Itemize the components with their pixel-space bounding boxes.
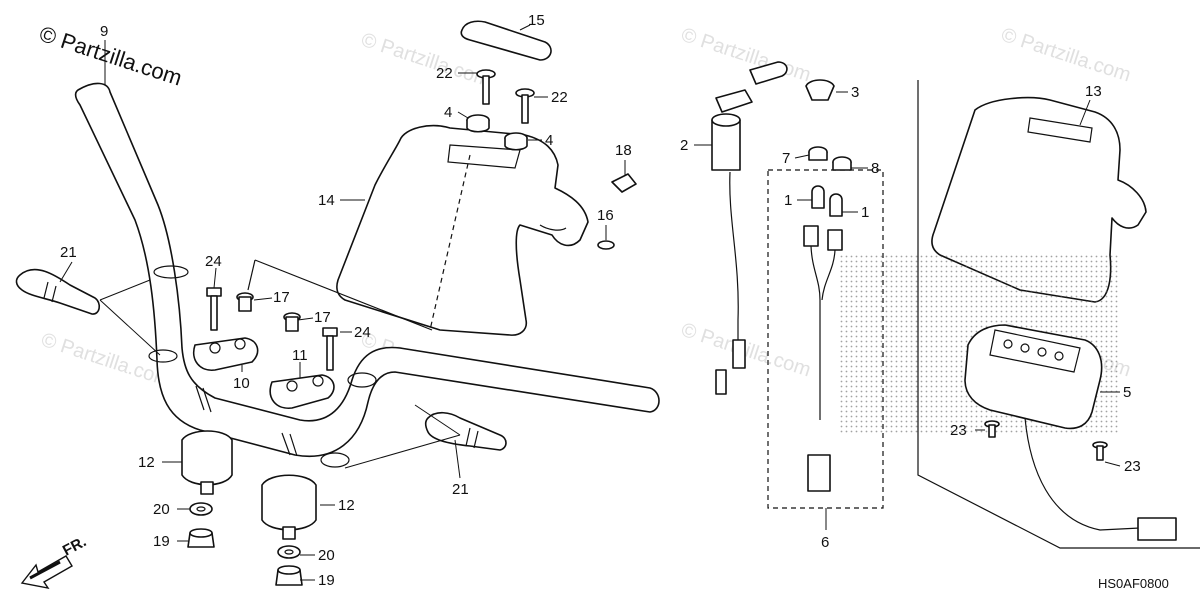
handlebar-upper-holder-10 (193, 337, 259, 371)
grommet-4-left (466, 114, 490, 133)
callout-17: 17 (273, 289, 290, 306)
bulb-1-left (811, 185, 825, 209)
callout-1: 1 (861, 204, 869, 221)
nut-left (187, 528, 215, 548)
nut-right (275, 565, 303, 586)
callout-22: 22 (436, 65, 453, 82)
cap-7 (808, 146, 828, 161)
callout-8: 8 (871, 160, 879, 177)
tie-strap-right (424, 411, 507, 451)
callout-19: 19 (153, 533, 170, 550)
washer-left (189, 502, 213, 516)
callout-21: 21 (452, 481, 469, 498)
callout-16: 16 (597, 207, 614, 224)
callout-2: 2 (680, 137, 688, 154)
collar-17-upper (236, 292, 254, 312)
watermark-main: © Partzilla.com (36, 21, 185, 91)
handlebar-cover-14 (336, 124, 589, 336)
handlebar-upper-holder-11 (269, 374, 335, 409)
callout-24: 24 (205, 253, 222, 270)
callout-10: 10 (233, 375, 250, 392)
washer-right (277, 545, 301, 559)
callout-18: 18 (615, 142, 632, 159)
callout-15: 15 (528, 12, 545, 29)
callout-13: 13 (1085, 83, 1102, 100)
callout-19: 19 (318, 572, 335, 589)
callout-23: 23 (1124, 458, 1141, 475)
leader-lines (59, 24, 1121, 581)
callout-21: 21 (60, 244, 77, 261)
handlebar-lower-holder-right (261, 474, 317, 540)
callout-12: 12 (338, 497, 355, 514)
cover-lid-15 (460, 20, 552, 61)
callout-9: 9 (100, 23, 108, 40)
callout-14: 14 (318, 192, 335, 209)
bolt-24-right (322, 327, 338, 371)
callout-22: 22 (551, 89, 568, 106)
watermark-text: © Partzilla.com (998, 24, 1133, 87)
handlebar-lower-holder-left (181, 430, 233, 495)
handlebar (74, 82, 660, 468)
group-divider (917, 80, 1200, 549)
screw-22-left (476, 69, 496, 105)
collar-17-lower (283, 312, 301, 332)
callout-6: 6 (821, 534, 829, 551)
cap-3 (805, 79, 835, 101)
front-arrow-icon (20, 555, 73, 590)
callout-labels: 9 21 21 24 24 17 17 10 11 12 12 20 20 19… (60, 12, 1141, 589)
front-arrow-label: FR. (60, 533, 89, 559)
screw-23-right (1092, 441, 1108, 461)
callout-4: 4 (444, 104, 452, 121)
callout-11: 11 (292, 347, 308, 364)
callout-4: 4 (545, 132, 553, 149)
bolt-24-left (206, 287, 222, 331)
ignition-switch (711, 61, 788, 395)
callout-24: 24 (354, 324, 371, 341)
callout-3: 3 (851, 84, 859, 101)
watermark-text: © Partzilla.com (678, 24, 813, 87)
callout-20: 20 (153, 501, 170, 518)
callout-20: 20 (318, 547, 335, 564)
socket-harness (803, 225, 843, 492)
callout-17: 17 (314, 309, 331, 326)
tie-strap-left (15, 268, 101, 315)
callout-23: 23 (950, 422, 967, 439)
screw-23-left (984, 420, 1000, 438)
cap-8 (832, 156, 852, 171)
clip-18 (611, 173, 637, 193)
screw-22-right (515, 88, 535, 124)
diagram-code: HS0AF0800 (1098, 576, 1169, 591)
bulb-1-right (829, 193, 843, 217)
washer-16 (597, 240, 615, 250)
callout-7: 7 (782, 150, 790, 167)
callout-5: 5 (1123, 384, 1131, 401)
grommet-4-right (504, 132, 528, 151)
callout-12: 12 (138, 454, 155, 471)
meter-cover-13 (931, 96, 1147, 303)
watermark-text: © Partzilla.com (678, 319, 813, 382)
meter-5 (964, 324, 1177, 541)
callout-1: 1 (784, 192, 792, 209)
